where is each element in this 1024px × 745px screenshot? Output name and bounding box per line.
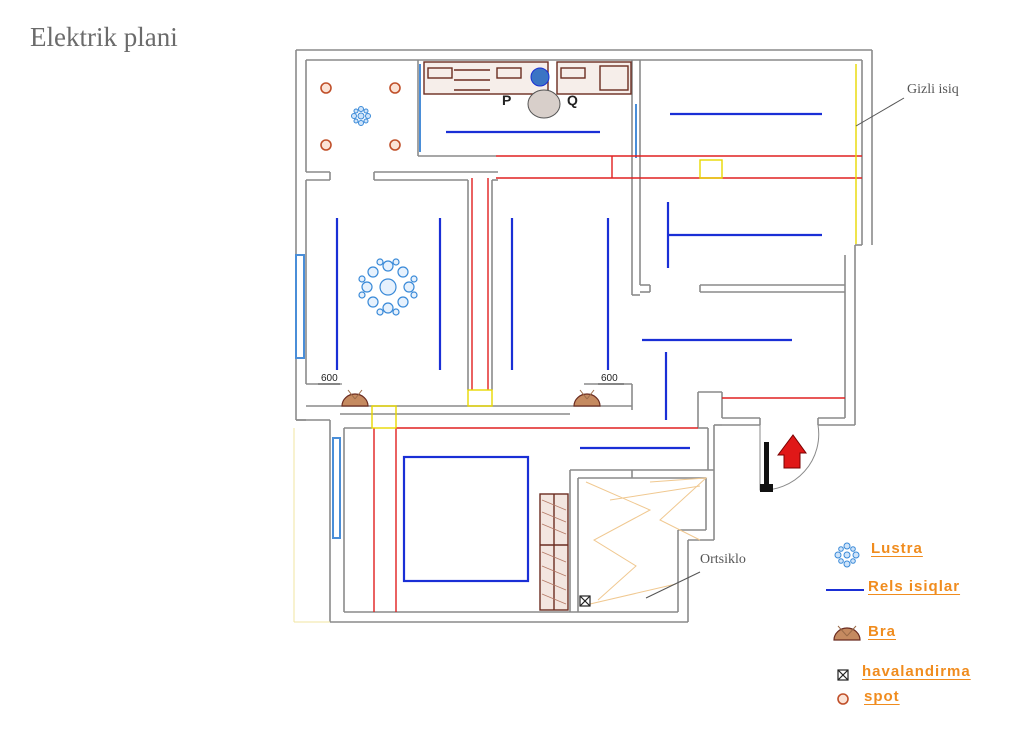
- dimension-label-right: 600: [601, 373, 618, 384]
- rail-lights: [335, 112, 822, 583]
- sconce-rays: [347, 389, 595, 400]
- legend-ventilation-icon: [837, 669, 849, 681]
- kitchen-units: [423, 61, 632, 95]
- page-title: Elektrik plani: [30, 22, 178, 52]
- wardrobe-hatch: [541, 499, 567, 605]
- glass-label: Ortsiklo: [700, 552, 746, 567]
- balcony-outline: [293, 428, 330, 623]
- chandelier-small: [351, 106, 371, 126]
- kitchen-label-p: P: [502, 92, 512, 108]
- wardrobe: [539, 493, 569, 611]
- kitchen-label-q: Q: [567, 92, 578, 108]
- meter-icon: [760, 442, 773, 492]
- legend-ventilation-label[interactable]: havalandirma: [862, 663, 971, 680]
- windows: [295, 64, 637, 539]
- cables: [373, 155, 862, 612]
- spot-lights: [320, 82, 401, 151]
- legend-chandelier-icon: [834, 542, 860, 568]
- dimension-label-left: 600: [321, 373, 338, 384]
- hidden-light-leader: [855, 97, 905, 127]
- walls: [295, 49, 873, 623]
- chandelier-large: [358, 258, 418, 316]
- legend-sconce-label[interactable]: Bra: [868, 623, 897, 640]
- glass-panels: [585, 477, 708, 605]
- sconces: [341, 393, 601, 407]
- ventilation-fan: [579, 595, 591, 607]
- legend-spot-label[interactable]: spot: [864, 688, 900, 705]
- legend-rail-label[interactable]: Rels isiqlar: [868, 578, 961, 595]
- legend-spot-icon: [837, 693, 849, 705]
- glass-leader: [645, 571, 701, 599]
- hidden-lights: [371, 64, 857, 429]
- dining-table: [527, 89, 561, 119]
- legend-chandelier-label[interactable]: Lustra: [871, 540, 923, 557]
- lamp-icon: [530, 67, 550, 87]
- legend-sconce-icon: [833, 625, 861, 641]
- entry-arrow-icon: [777, 434, 807, 469]
- hidden-light-label: Gizli isiq: [907, 82, 959, 97]
